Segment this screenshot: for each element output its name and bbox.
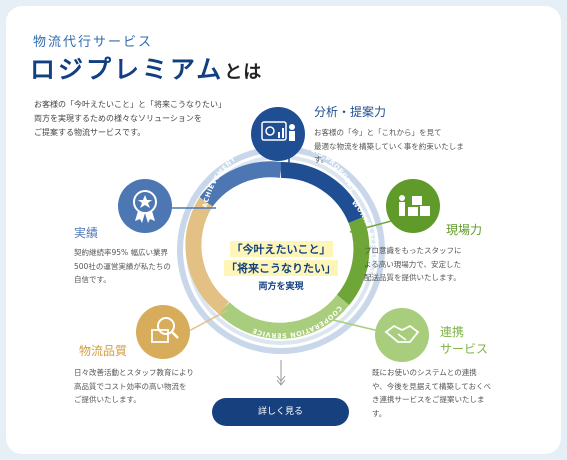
desc-line: お客様の「今」と「これから」を見て	[314, 128, 442, 137]
page-title: ロジプレミアムとは	[30, 50, 262, 86]
desc-line: 500社の運営実績が私たちの	[74, 261, 171, 271]
desc-line: 配送品質を提供いたします。	[364, 273, 461, 282]
intro-text: お客様の「今叶えたいこと」と「将来こうなりたい」 両方を実現するための様々なソリ…	[34, 98, 259, 140]
desc-line: 既にお使いのシステムとの連携	[372, 368, 477, 377]
center-line-3: 両方を実現	[258, 282, 304, 292]
desc-line: 自信です。	[74, 275, 111, 284]
desc-line: す。	[372, 408, 387, 418]
arrow-down-icon	[276, 360, 286, 386]
desc-line: き連携サービスをご提案いたしま	[372, 395, 485, 404]
ring-segment-achievement	[199, 161, 283, 207]
intro-line: ご提案する物流サービスです。	[34, 128, 146, 137]
intro-line: お客様の「今叶えたいこと」と「将来こうなりたい」	[34, 100, 226, 109]
ring-segment-cooperation	[218, 294, 350, 339]
ring-segment-logistics	[185, 197, 230, 315]
desc-line: 契約継続率95% 幅広い業界	[74, 248, 169, 257]
desc-line: よる高い現場力で、安定した	[364, 259, 461, 269]
title-line: 連携	[440, 325, 465, 339]
desc-line: す。	[314, 155, 329, 164]
feature-desc-analysis: お客様の「今」と「これから」を見て 最適な物流を構築していく事を約束いたしま す…	[314, 126, 484, 167]
details-button[interactable]: 詳しく見る	[212, 398, 349, 426]
feature-title-quality: 物流品質	[79, 344, 128, 358]
workplace-icon	[386, 179, 440, 233]
intro-line: 両方を実現するための様々なソリューションを	[34, 114, 202, 123]
feature-title-analysis: 分析・提案力	[314, 105, 387, 119]
feature-desc-cooperation: 既にお使いのシステムとの連携 や、今後を見据えて構築しておくべ き連携サービスを…	[372, 366, 502, 420]
title-main: ロジプレミアム	[30, 55, 225, 84]
desc-line: ご提供いたします。	[74, 395, 141, 404]
ring-segment-analysis	[280, 161, 364, 224]
feature-title-workplace: 現場力	[446, 223, 483, 237]
center-line-2: 「将来こうなりたい」	[224, 260, 338, 276]
feature-desc-quality: 日々改善活動とスタッフ教育により 高品質でコスト効率の高い物流を ご提供いたしま…	[74, 366, 234, 407]
feature-desc-workplace: プロ意識をもったスタッフに よる高い現場力で、安定した 配送品質を提供いたします…	[364, 244, 494, 285]
title-line: サービス	[440, 342, 489, 356]
feature-title-achievement: 実績	[74, 226, 99, 240]
desc-line: 高品質でコスト効率の高い物流を	[74, 381, 187, 391]
section-subtitle: 物流代行サービス	[33, 35, 154, 50]
center-text: 「今叶えたいこと」 「将来こうなりたい」 両方を実現	[216, 238, 346, 292]
handshake-icon	[375, 308, 429, 362]
desc-line: や、今後を見据えて構築しておくべ	[372, 381, 491, 391]
desc-line: 日々改善活動とスタッフ教育により	[74, 368, 194, 377]
feature-desc-achievement: 契約継続率95% 幅広い業界 500社の運営実績が私たちの 自信です。	[74, 246, 214, 287]
desc-line: プロ意識をもったスタッフに	[364, 246, 462, 255]
title-suffix: とは	[224, 62, 263, 83]
feature-title-cooperation: 連携 サービス	[440, 324, 488, 358]
connector-quality	[186, 309, 229, 333]
analysis-icon	[251, 107, 305, 161]
achievement-icon	[118, 179, 172, 233]
connector-workplace	[349, 219, 396, 233]
center-line-1: 「今叶えたいこと」	[229, 241, 333, 257]
desc-line: 最適な物流を構築していく事を約束いたしま	[314, 141, 464, 151]
quality-icon	[136, 305, 190, 359]
